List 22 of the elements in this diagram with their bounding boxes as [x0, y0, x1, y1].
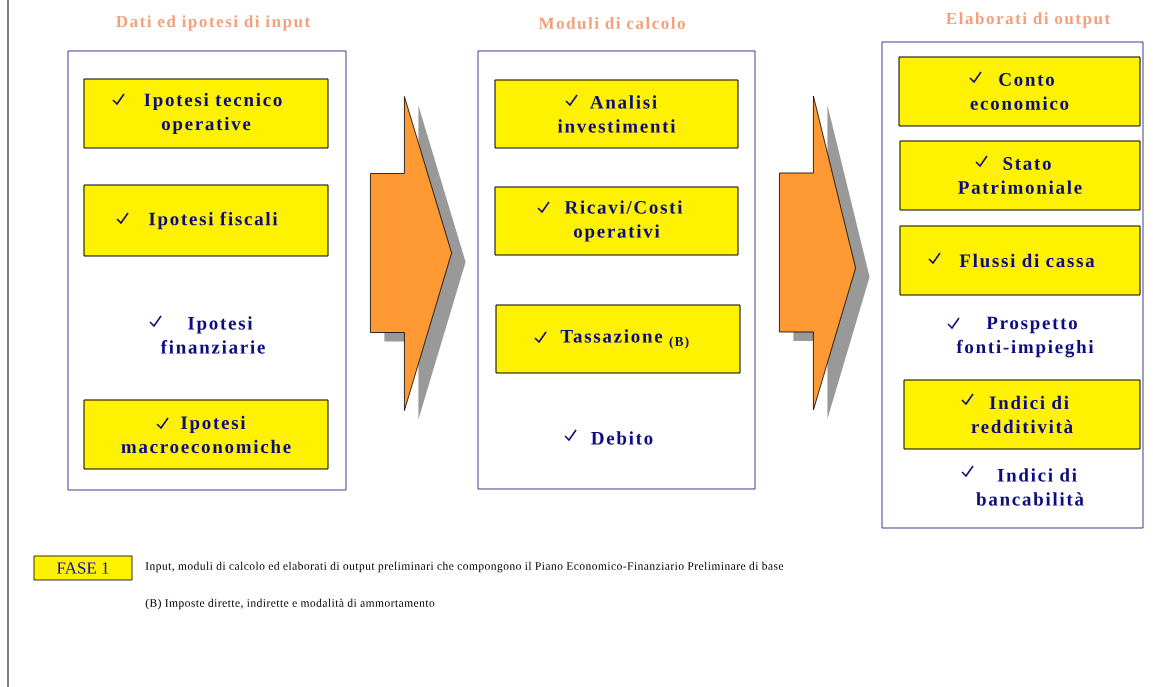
panel-heading: Dati ed ipotesi di input	[116, 15, 311, 31]
item-text: Prospetto fonti-impieghi	[956, 316, 1094, 358]
item-text: Debito	[591, 431, 653, 445]
item-box: Ipotesi tecnico operative	[83, 78, 329, 149]
item-box: Stato Patrimoniale	[899, 140, 1141, 211]
item-box: Analisi investimenti	[494, 79, 739, 149]
item-text: Indici di bancabilità	[976, 468, 1084, 506]
item-box: Conto economico	[898, 56, 1141, 127]
panel-heading: Moduli di calcolo	[538, 17, 685, 29]
item-box: Tassazione $_{(B)}$	[495, 304, 741, 374]
footnote: (B) Imposte dirette, indirette e modalità di ammortamento	[145, 598, 435, 610]
item-box: Ipotesi fiscali	[83, 184, 329, 257]
phase-tag: FASE 1	[33, 555, 133, 581]
phase-description: Input, moduli di calcolo ed elaborati di output preliminari che compongono il Piano Economico-Finanziario Preliminare di base	[145, 561, 784, 573]
item-text: Ipotesi finanziarie	[160, 316, 265, 354]
item-box: Flussi di cassa	[899, 225, 1141, 296]
block-arrow	[370, 96, 466, 420]
item-box: Ricavi/Costi operativi	[494, 186, 739, 256]
item-box: Indici di redditività	[903, 379, 1141, 450]
item-box: Ipotesi macroeconomiche	[83, 399, 329, 470]
panel-heading: Elaborati di output	[946, 12, 1111, 28]
block-arrow	[779, 95, 870, 419]
